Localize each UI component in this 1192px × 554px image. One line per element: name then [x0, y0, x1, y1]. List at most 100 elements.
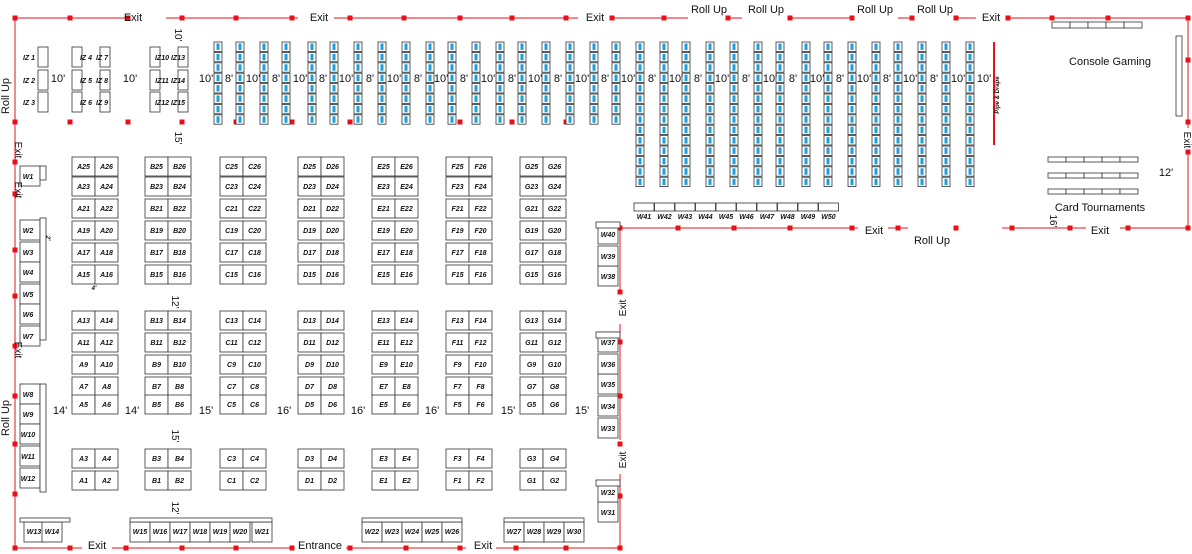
booth-label: C14 — [248, 318, 261, 325]
booth-column-marker — [356, 53, 360, 61]
booth-column-marker — [238, 64, 242, 71]
booth-column-marker — [216, 105, 220, 113]
dimension-label: 10' — [951, 73, 965, 85]
booth-console — [1123, 21, 1143, 29]
booth-aisle — [242, 198, 267, 219]
booth-column-marker — [968, 53, 972, 61]
booth-column-marker — [450, 43, 454, 50]
booth-label: B7 — [152, 384, 162, 391]
booth-label: D14 — [326, 318, 339, 325]
booth-column-marker — [732, 64, 736, 71]
booth-column-marker — [474, 85, 478, 92]
booth-wall — [756, 202, 778, 212]
dimension-label: 12' — [169, 295, 180, 308]
booth-label: A2 — [101, 478, 111, 485]
booth-label: W34 — [601, 404, 616, 411]
booth-column-marker — [850, 178, 854, 186]
booth-column-marker — [404, 85, 408, 92]
dimension-label: 15' — [172, 131, 183, 144]
booth-aisle — [242, 448, 267, 469]
booth-aisle — [167, 264, 192, 285]
door-marker — [12, 191, 18, 197]
booth-aisle — [468, 198, 493, 219]
booth-label: IZ 1 — [23, 55, 35, 62]
door-marker — [563, 15, 569, 21]
booth-label: A5 — [78, 402, 88, 409]
booth-label: D10 — [326, 362, 339, 369]
booth-column-marker — [356, 116, 360, 123]
booth-column-marker — [592, 85, 596, 92]
booth-column-marker — [944, 53, 948, 61]
booth-column-marker — [874, 157, 878, 165]
booth-column-marker — [356, 85, 360, 92]
booth-label: C7 — [227, 384, 237, 391]
booth-wall — [597, 395, 619, 417]
booth-label: G7 — [527, 384, 537, 391]
booth-column-marker — [920, 137, 924, 144]
booth-label: F22 — [474, 206, 486, 213]
booth-label: F11 — [452, 340, 464, 347]
door-marker — [347, 15, 353, 21]
booth-column-marker — [968, 43, 972, 50]
booth-column-marker — [662, 74, 666, 82]
booth-label: D1 — [305, 478, 314, 485]
booth-label: W46 — [739, 214, 754, 221]
booth-aisle — [468, 220, 493, 241]
door-marker — [617, 441, 623, 447]
booth-column-marker — [920, 64, 924, 71]
booth-column-marker — [874, 178, 878, 186]
exit-label: Exit — [474, 540, 492, 552]
booth-column-marker — [332, 105, 336, 113]
booth-column-marker — [284, 95, 288, 102]
booth-label: C20 — [248, 228, 261, 235]
booth-label: C10 — [248, 362, 261, 369]
door-marker — [179, 15, 185, 21]
booth-column-marker — [310, 105, 314, 113]
booth-column-marker — [568, 53, 572, 61]
booth-column-marker — [284, 116, 288, 123]
booth-aisle — [542, 470, 567, 491]
booth-column-marker — [520, 64, 524, 71]
booth-column-marker — [968, 105, 972, 113]
booth-label: A21 — [76, 206, 90, 213]
booth-label: B9 — [152, 362, 161, 369]
booth-column-marker — [568, 95, 572, 102]
booth-wall-top — [361, 517, 463, 523]
booth-column-marker — [428, 85, 432, 92]
booth-column-marker — [638, 147, 642, 154]
booth-column-marker — [262, 43, 266, 50]
booth-label: C21 — [225, 206, 238, 213]
door-marker — [1105, 15, 1111, 21]
booth-column-marker — [498, 64, 502, 71]
booth-column-marker — [592, 116, 596, 123]
dimension-label: 8' — [601, 73, 609, 85]
booth-label: W24 — [405, 529, 420, 536]
booth-column-marker — [332, 43, 336, 50]
booth-column-marker — [968, 64, 972, 71]
exit-label: Exit — [310, 12, 328, 24]
booth-label: W33 — [601, 426, 616, 433]
dimension-label: 15' — [169, 429, 180, 442]
booth-column-marker — [944, 157, 948, 165]
booth-label: A26 — [99, 164, 113, 171]
booth-label: B24 — [173, 184, 186, 191]
booth-column-marker — [804, 85, 808, 92]
door-marker — [909, 15, 915, 21]
booth-column-marker — [284, 64, 288, 71]
booth-label: C3 — [227, 456, 236, 463]
booth-column-marker — [826, 137, 830, 144]
booth-column-marker — [920, 43, 924, 50]
booth-column-marker — [944, 126, 948, 134]
booth-label: W35 — [601, 382, 616, 389]
booth-column-marker — [708, 95, 712, 102]
booth-aisle — [320, 310, 345, 331]
booth-column-marker — [332, 95, 336, 102]
booth-label: W12 — [21, 476, 36, 483]
booth-label: C13 — [225, 318, 238, 325]
booth-column-marker — [850, 74, 854, 82]
booth-label: E22 — [400, 206, 413, 213]
exit-label: Exit — [618, 299, 629, 316]
booth-column-marker — [662, 147, 666, 154]
door-marker — [233, 545, 239, 551]
door-marker — [675, 225, 681, 231]
